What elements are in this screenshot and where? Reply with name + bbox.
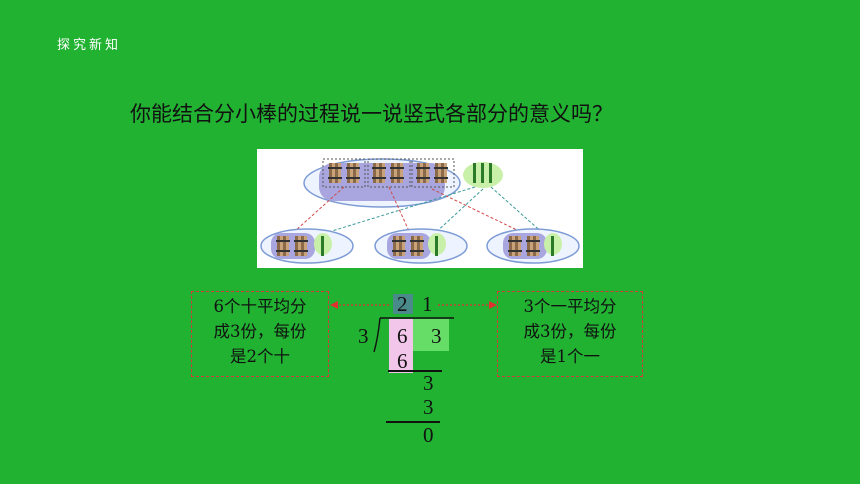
dividend-tens-digit: 6 [397,324,408,348]
bottom-group-1 [260,228,354,264]
top-bundles [322,158,455,188]
ones-explanation-line-3: 是1个一 [540,347,600,366]
tens-explanation-box: 6个十平均分 成3份，每份 是2个十 [191,291,329,377]
quotient-ones-digit: 1 [422,292,433,316]
tens-explanation-line-2: 成3份，每份 [213,322,307,341]
step1-line [388,370,442,372]
ones-explanation-line-1: 3个一平均分 [523,297,617,316]
dividend-ones-digit: 3 [431,324,442,348]
bottom-group-3 [486,228,580,264]
stick-diagram [260,158,580,264]
ones-explanation-box: 3个一平均分 成3份，每份 是1个一 [497,291,643,377]
divisor: 3 [358,324,369,348]
step2-line [386,421,440,423]
step1-product: 6 [397,349,408,373]
stick-division-illustration [257,149,583,268]
bottom-group-2 [374,228,468,264]
division-bracket [373,317,454,353]
final-remainder: 0 [423,423,434,447]
quotient-tens-digit: 2 [397,292,408,316]
section-label: 探究新知 [57,38,122,53]
quotient-highlight [393,294,413,314]
tens-explanation-line-1: 6个十平均分 [213,297,307,316]
step2-product: 3 [423,395,434,419]
question-text: 你能结合分小棒的过程说一说竖式各部分的意义吗？ [130,102,613,126]
distribution-arrows [294,186,546,236]
step1-remainder: 3 [423,371,434,395]
ones-explanation-line-2: 成3份，每份 [523,322,617,341]
ones-column-highlight [413,319,449,351]
tens-column-highlight [389,319,413,373]
tens-explanation-line-3: 是2个十 [230,347,290,366]
